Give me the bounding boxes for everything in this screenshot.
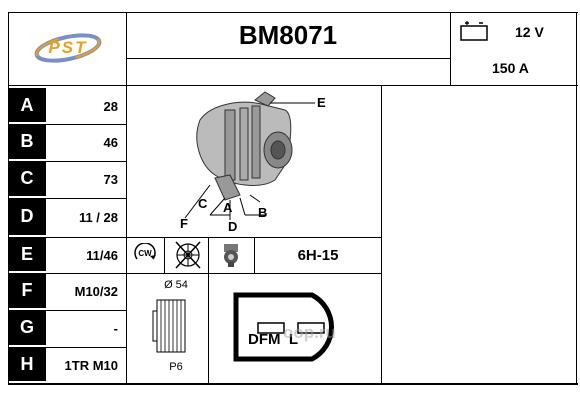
regulator-icon (218, 242, 244, 268)
header-split (126, 58, 450, 59)
label-f: F (180, 216, 188, 231)
row-value-h: 1TR M10 (64, 357, 118, 373)
row-sep (8, 237, 381, 238)
row-value-g: - (113, 321, 118, 336)
row-value-d: 11 / 28 (78, 210, 118, 225)
pulley-type: P6 (169, 361, 183, 373)
label-e: E (317, 95, 326, 110)
border-bottom (8, 383, 578, 385)
alternator-drawing (170, 90, 350, 230)
label-d: D (228, 219, 238, 234)
pst-logo: PST (30, 24, 106, 72)
row-label-b: B (8, 124, 46, 159)
amperage: 150 A (492, 60, 529, 76)
row-label-h: H (8, 347, 46, 381)
row-sep (46, 124, 126, 125)
row-label-a: A (8, 88, 46, 122)
label-a: A (223, 200, 233, 215)
header-divider-2 (450, 12, 451, 85)
row-value-b: 46 (103, 135, 118, 150)
header-bottom (8, 85, 578, 86)
row-value-f: M10/32 (74, 284, 118, 299)
battery-icon (459, 21, 489, 41)
pulley-drawing (150, 296, 190, 356)
label-c: C (198, 196, 208, 211)
label-b: B (258, 205, 268, 220)
part-number: BM8071 (238, 19, 338, 50)
logo-text: PST (48, 38, 88, 57)
rotation-label: CW (138, 249, 152, 258)
row-sep (46, 161, 126, 162)
row-sep (46, 198, 126, 199)
connector-pins: DFM L (248, 331, 298, 348)
row-label-e: E (8, 237, 46, 271)
border-right (576, 12, 577, 385)
row-label-d: D (8, 198, 46, 235)
border-top (8, 12, 578, 13)
row-value-c: 73 (103, 172, 118, 187)
row-label-f: F (8, 273, 46, 308)
row-label-g: G (8, 310, 46, 345)
icon-sep (164, 237, 165, 273)
row-sep (46, 347, 126, 348)
pulley-diameter: Ø 54 (164, 279, 188, 291)
watermark: oop.ru (283, 323, 336, 342)
regulator-code: 6H-15 (297, 246, 339, 264)
row-sep (8, 273, 381, 274)
icon-sep (254, 237, 255, 273)
crossed-fan-icon (174, 240, 202, 270)
row-value-a: 28 (103, 98, 118, 114)
icon-sep (208, 237, 209, 273)
row-sep (46, 310, 126, 311)
value-col-divider (126, 85, 127, 385)
connector-drawing (232, 289, 358, 365)
right-col-divider (381, 85, 382, 385)
pulley-sep (208, 273, 209, 384)
voltage: 12 V (515, 24, 544, 40)
row-label-c: C (8, 161, 46, 196)
header-divider-1 (126, 12, 127, 85)
row-value-e: 11/46 (86, 247, 118, 263)
clockwise-rotation-icon: CW (132, 242, 158, 267)
